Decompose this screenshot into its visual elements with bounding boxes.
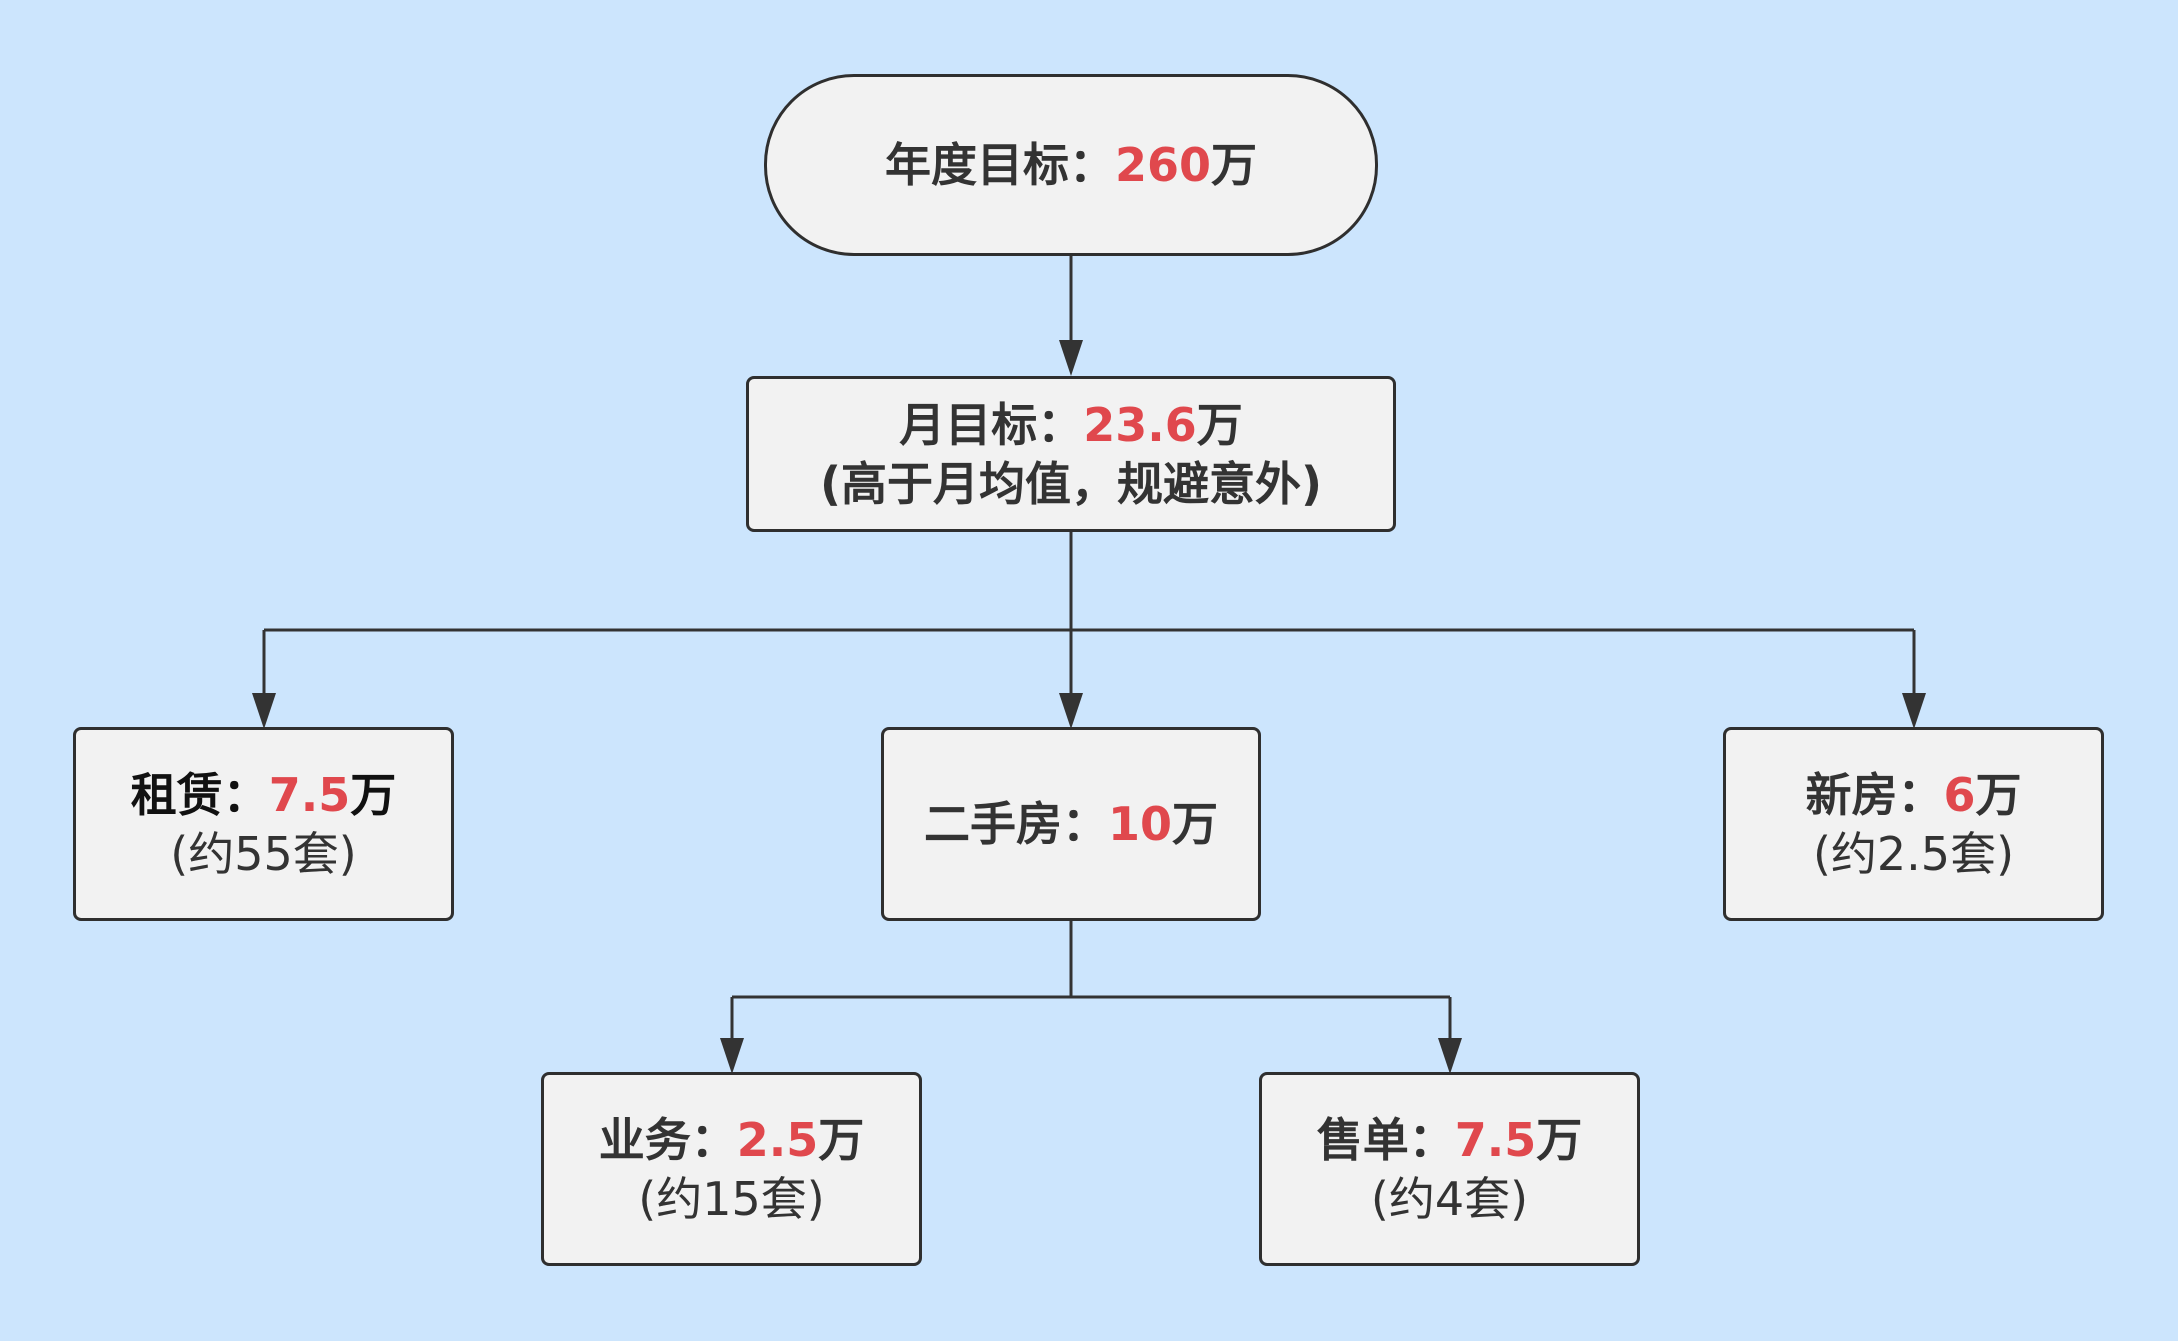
monthly-target-label: 月目标： — [899, 398, 1084, 452]
new-house-value: 6 — [1943, 768, 1976, 822]
annual-target-label: 年度目标： — [884, 138, 1115, 192]
second-hand-title: 二手房：10万 — [924, 794, 1218, 854]
annual-target-node: 年度目标：260万 — [764, 74, 1378, 256]
sales-unit: 万 — [1536, 1113, 1583, 1167]
annual-target-value: 260 — [1114, 138, 1212, 192]
connector-annual-to-monthly — [1059, 255, 1083, 376]
business-label: 业务： — [598, 1113, 737, 1167]
arrow-to-rental — [252, 693, 276, 729]
new-house-title: 新房：6万 — [1805, 765, 2021, 825]
connector-second-hand-to-subs — [720, 921, 1462, 1074]
business-title: 业务：2.5万 — [599, 1110, 865, 1170]
business-value: 2.5 — [736, 1113, 819, 1167]
annual-target-unit: 万 — [1211, 138, 1258, 192]
annual-target-title: 年度目标：260万 — [885, 135, 1257, 195]
arrow-to-second-hand — [1059, 693, 1083, 729]
monthly-target-node: 月目标：23.6万 (高于月均值，规避意外) — [746, 376, 1396, 532]
sales-label: 售单： — [1316, 1113, 1455, 1167]
new-house-note: (约2.5套) — [1812, 827, 2015, 881]
sales-value: 7.5 — [1454, 1113, 1537, 1167]
rental-value: 7.5 — [268, 768, 351, 822]
business-unit: 万 — [818, 1113, 865, 1167]
arrow-to-business — [720, 1038, 744, 1074]
new-house-label: 新房： — [1805, 768, 1944, 822]
rental-unit: 万 — [350, 768, 397, 822]
arrow-to-sales — [1438, 1038, 1462, 1074]
monthly-target-note: (高于月均值，规避意外) — [819, 457, 1323, 511]
rental-title: 租赁：7.5万 — [131, 765, 397, 825]
second-hand-unit: 万 — [1172, 797, 1218, 851]
second-hand-node: 二手房：10万 — [881, 727, 1261, 921]
second-hand-value: 10 — [1107, 797, 1172, 851]
second-hand-label: 二手房： — [923, 797, 1108, 851]
rental-label: 租赁： — [130, 768, 269, 822]
business-node: 业务：2.5万 (约15套) — [541, 1072, 922, 1266]
monthly-target-unit: 万 — [1196, 398, 1243, 452]
monthly-target-value: 23.6 — [1083, 398, 1197, 452]
sales-title: 售单：7.5万 — [1317, 1110, 1583, 1170]
new-house-node: 新房：6万 (约2.5套) — [1723, 727, 2104, 921]
rental-node: 租赁：7.5万 (约55套) — [73, 727, 454, 921]
monthly-target-title: 月目标：23.6万 — [899, 395, 1243, 455]
arrow-to-new-house — [1902, 693, 1926, 729]
business-note: (约15套) — [638, 1172, 825, 1226]
sales-note: (约4套) — [1370, 1172, 1529, 1226]
rental-note: (约55套) — [170, 827, 357, 881]
connector-monthly-to-branches — [252, 531, 1926, 729]
new-house-unit: 万 — [1975, 768, 2022, 822]
sales-node: 售单：7.5万 (约4套) — [1259, 1072, 1640, 1266]
